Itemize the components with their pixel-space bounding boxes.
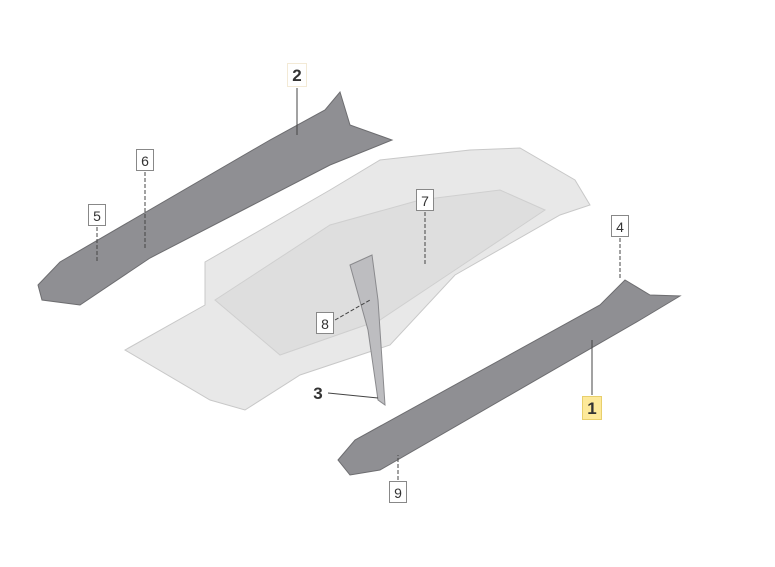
leader-lines <box>96 88 621 480</box>
callout-3[interactable]: 3 <box>308 381 328 405</box>
sill-trim-left <box>37 90 394 306</box>
callout-2[interactable]: 2 <box>287 63 307 87</box>
callout-1[interactable]: 1 <box>582 396 602 420</box>
callout-7[interactable]: 7 <box>416 189 434 211</box>
callout-4[interactable]: 4 <box>611 215 629 237</box>
callout-6[interactable]: 6 <box>136 149 154 171</box>
callout-8[interactable]: 8 <box>316 312 334 334</box>
callout-5[interactable]: 5 <box>88 204 106 226</box>
bracket-part <box>349 254 386 407</box>
underbody-panel-inner <box>214 189 547 356</box>
sill-trim-right <box>337 279 682 476</box>
callout-9[interactable]: 9 <box>389 481 407 503</box>
